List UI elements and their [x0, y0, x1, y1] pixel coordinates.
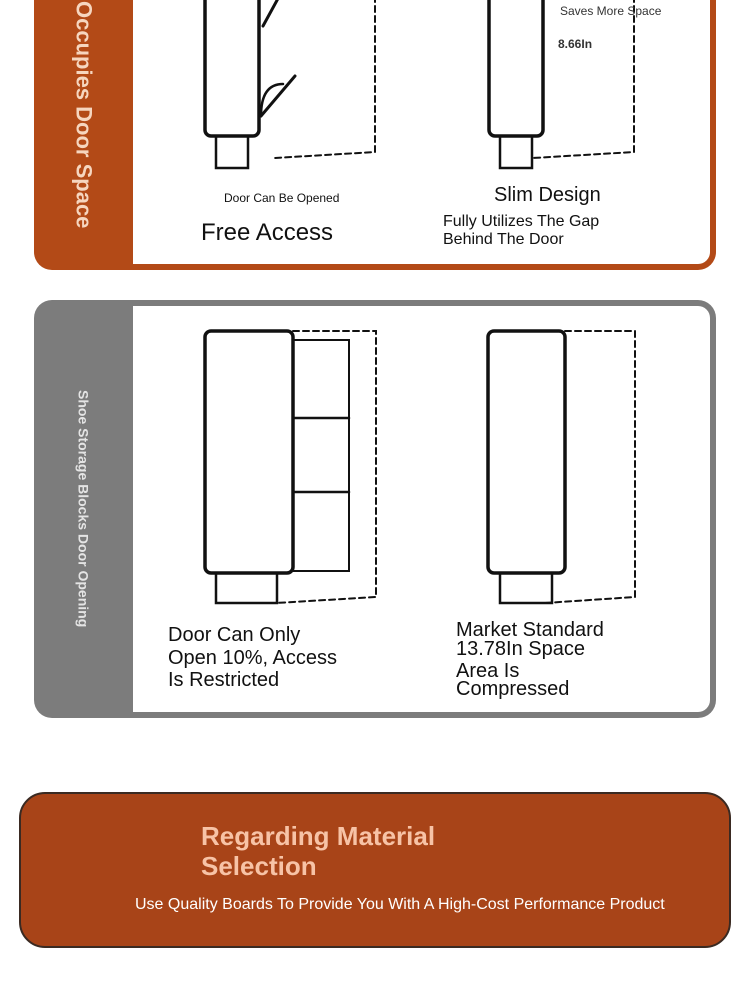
folding-door-rack-icon [203, 0, 376, 170]
restricted-access-line2: Open 10%, Access [168, 647, 337, 669]
bulky-cubby-rack-icon [203, 329, 377, 605]
slim-rack-illustration [203, 0, 635, 170]
panel-content: Door Can Only Open 10%, Access Is Restri… [133, 306, 710, 712]
market-standard-rack-icon [486, 329, 636, 605]
free-access-title: Free Access [201, 219, 334, 246]
market-standard-line3: Area Is [456, 660, 520, 682]
side-label-container: Occupies Door Space [34, 0, 133, 270]
comparison-panel-occupies-door-space: Occupies Door Space Door Can Be Opened F… [34, 0, 716, 270]
side-label: Occupies Door Space [71, 1, 97, 229]
material-selection-banner: Regarding Material Selection Use Quality… [19, 792, 731, 948]
restricted-access-line3: Is Restricted [168, 669, 280, 691]
side-label-container: Shoe Storage Blocks Door Opening [34, 300, 133, 718]
banner-title-line1: Regarding Material [201, 821, 436, 851]
market-standard-line1: Market Standard [456, 619, 604, 641]
comparison-panel-shoe-storage: Shoe Storage Blocks Door Opening Door Ca… [34, 300, 716, 718]
market-standard-line4: Compressed [456, 678, 570, 700]
slim-design-subtitle-line1: Fully Utilizes The Gap [443, 213, 600, 230]
small-caption-door-opened: Door Can Be Opened [224, 191, 340, 205]
shoe-storage-illustration [203, 329, 636, 605]
slim-design-title: Slim Design [494, 184, 601, 206]
slim-design-subtitle-line2: Behind The Door [443, 231, 564, 248]
market-standard-line2: 13.78In Space [456, 638, 585, 660]
panel-content: Door Can Be Opened Free Access Saves Mor… [133, 0, 710, 264]
banner-title-line2: Selection [201, 851, 317, 881]
restricted-access-line1: Door Can Only [168, 624, 301, 646]
saves-space-note: Saves More Space [560, 4, 662, 18]
slim-door-rack-icon [487, 0, 635, 170]
banner-subtitle: Use Quality Boards To Provide You With A… [135, 896, 665, 913]
side-label: Shoe Storage Blocks Door Opening [75, 390, 92, 628]
depth-measure: 8.66In [558, 37, 593, 51]
